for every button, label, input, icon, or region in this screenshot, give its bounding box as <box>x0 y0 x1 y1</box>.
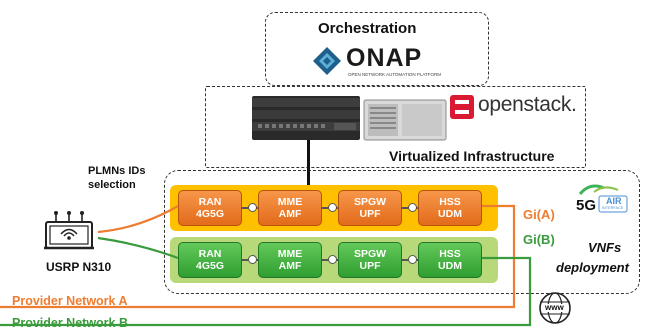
connector-dot <box>248 255 257 264</box>
vnf-spgw-green: SPGW UPF <box>338 242 402 278</box>
air-interface-5g: 5G <box>576 197 597 214</box>
connector-dot <box>328 203 337 212</box>
onap-logo-text: ONAP <box>346 44 423 72</box>
vnfs-deployment-box <box>164 170 640 294</box>
gi-a-label: Gi(A) <box>523 207 555 222</box>
vnf-mme-orange: MME AMF <box>258 190 322 226</box>
vnf-spgw-orange: SPGW UPF <box>338 190 402 226</box>
openstack-logo: openstack. <box>450 93 582 123</box>
connector-dot <box>408 255 417 264</box>
vnf-mme-green: MME AMF <box>258 242 322 278</box>
connector-dot <box>328 255 337 264</box>
connector-dot <box>408 203 417 212</box>
plmn-label-line2: selection <box>88 179 136 191</box>
usrp-device-icon <box>44 210 100 252</box>
vnf-ran-orange: RAN 4G5G <box>178 190 242 226</box>
provider-network-b-label: Provider Network B <box>12 316 129 330</box>
vnf-label: 4G5G <box>195 260 224 272</box>
air-interface-logo: 5G AIR INTERFACE <box>574 180 634 216</box>
orchestration-title: Orchestration <box>318 20 417 37</box>
provider-network-a-label: Provider Network A <box>12 294 128 308</box>
openstack-text: openstack. <box>478 93 577 116</box>
vnf-label: HSS <box>439 248 461 260</box>
infrastructure-connector-line <box>307 140 310 185</box>
usrp-label: USRP N310 <box>46 260 112 274</box>
onap-logo-subtitle: OPEN NETWORK AUTOMATION PLATFORM <box>348 72 442 77</box>
vnf-label: AMF <box>278 260 302 272</box>
virtualized-infrastructure-title: Virtualized Infrastructure <box>389 148 555 164</box>
vnf-label: SPGW <box>353 196 387 208</box>
vnf-label: UPF <box>359 260 381 272</box>
onap-logo: ONAP OPEN NETWORK AUTOMATION PLATFORM <box>312 44 442 80</box>
gi-b-label: Gi(B) <box>523 232 555 247</box>
vnf-label: RAN <box>198 248 222 260</box>
air-interface-word: AIR <box>606 196 622 206</box>
www-globe-icon: www <box>537 290 573 326</box>
vnf-ran-green: RAN 4G5G <box>178 242 242 278</box>
vnfs-label-line1: VNFs <box>588 240 622 255</box>
plmn-label-line1: PLMNs IDs <box>88 165 146 177</box>
www-label: www <box>545 303 564 312</box>
onap-icon <box>313 47 341 75</box>
vnf-label: HSS <box>439 196 461 208</box>
vnf-label: UPF <box>359 208 381 220</box>
virtualized-infrastructure-box <box>205 86 586 168</box>
vnf-label: 4G5G <box>195 208 224 220</box>
vnf-label: UDM <box>438 208 462 220</box>
vnf-hss-orange: HSS UDM <box>418 190 482 226</box>
vnfs-label-line2: deployment <box>556 260 629 275</box>
openstack-icon <box>450 95 474 119</box>
vnf-hss-green: HSS UDM <box>418 242 482 278</box>
vnf-label: SPGW <box>353 248 387 260</box>
vnf-label: AMF <box>278 208 302 220</box>
vnf-label: MME <box>277 248 303 260</box>
vnf-label: MME <box>277 196 303 208</box>
air-interface-sub: INTERFACE <box>602 206 624 210</box>
vnf-label: UDM <box>438 260 462 272</box>
connector-dot <box>248 203 257 212</box>
vnf-label: RAN <box>198 196 222 208</box>
orchestration-box <box>265 12 489 86</box>
server-rack-image <box>252 94 448 142</box>
